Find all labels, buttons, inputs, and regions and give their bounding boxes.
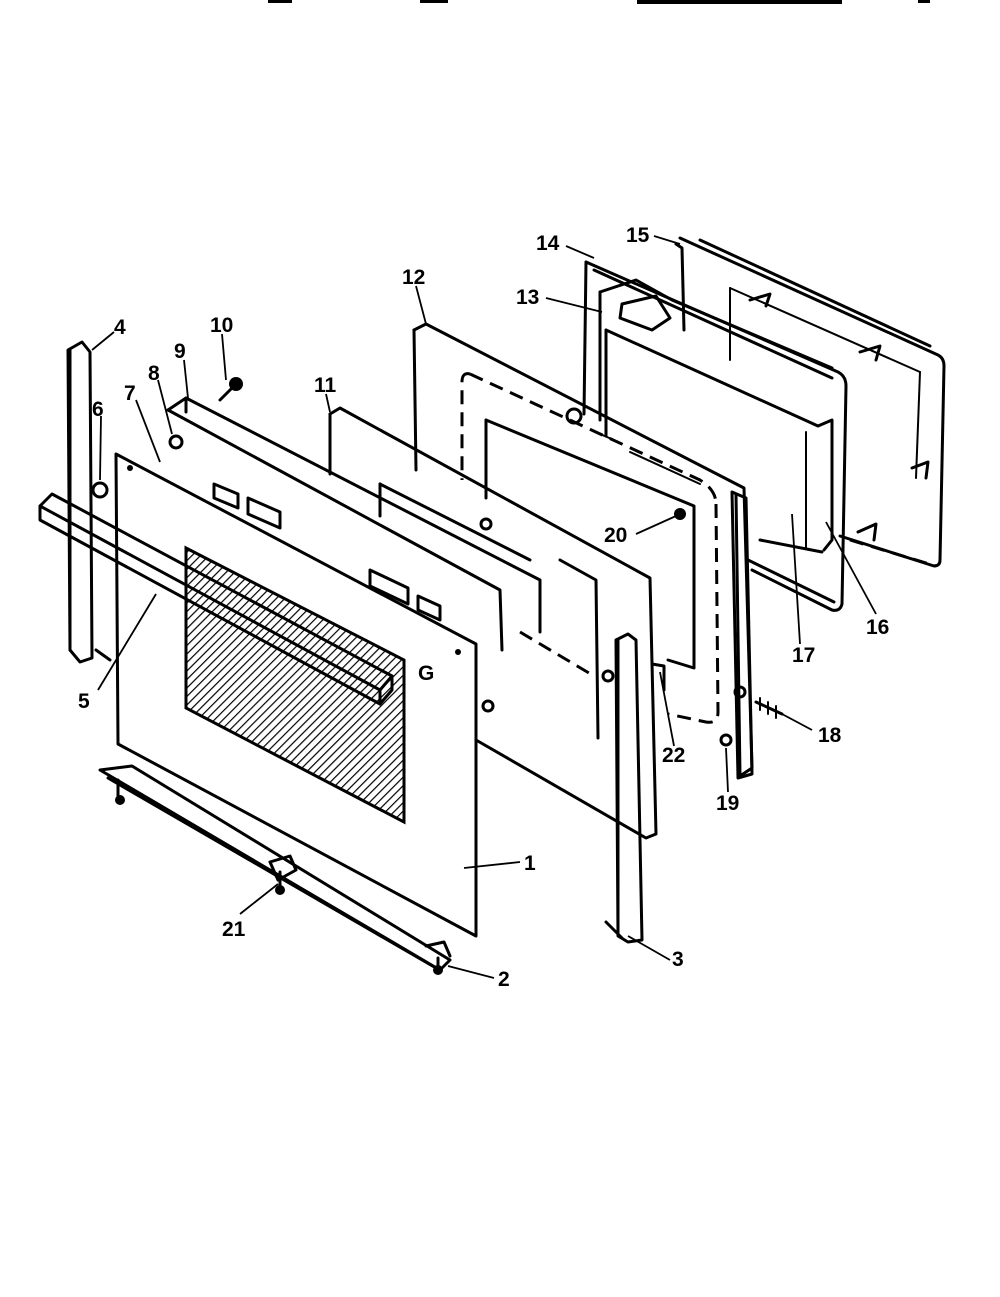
front-door-panel: G (114, 452, 478, 938)
control-trim (166, 396, 542, 652)
callout-16: 16 (866, 616, 889, 639)
callout-21: 21 (222, 918, 246, 941)
callout-12: 12 (402, 266, 425, 289)
leader-lines (91, 235, 877, 979)
outer-door-frame (674, 236, 946, 568)
callout-1: 1 (524, 852, 536, 875)
callout-11: 11 (314, 374, 337, 397)
door-gasket (582, 260, 848, 612)
callout-22: 22 (662, 744, 685, 767)
bottom-rail (98, 764, 452, 972)
screw-8 (168, 434, 184, 450)
svg-text:G: G (418, 662, 434, 685)
callout-17: 17 (792, 644, 815, 667)
top-edge-marks (268, 0, 930, 4)
trim-clip-6 (91, 481, 109, 499)
callout-18: 18 (818, 724, 842, 747)
clip-22 (650, 662, 666, 692)
callout-9: 9 (174, 340, 186, 363)
callout-19: 19 (716, 792, 739, 815)
callout-15: 15 (626, 224, 650, 247)
panel-side-strip (730, 490, 754, 780)
callout-8: 8 (148, 362, 160, 385)
screw-18 (754, 697, 784, 719)
callout-5: 5 (78, 690, 90, 713)
right-side-trim (604, 632, 644, 944)
callout-20: 20 (604, 524, 627, 547)
callout-14: 14 (536, 232, 560, 255)
screw-10 (218, 377, 243, 402)
callout-4: 4 (114, 316, 126, 339)
inner-door-panel (412, 322, 754, 778)
callout-13: 13 (516, 286, 539, 309)
door-handle (38, 492, 394, 706)
clip-20 (674, 508, 686, 520)
screw-21 (115, 778, 443, 975)
left-side-trim (66, 340, 112, 664)
callout-10: 10 (210, 314, 233, 337)
callout-3: 3 (672, 948, 684, 971)
callout-7: 7 (124, 382, 136, 405)
callout-6: 6 (92, 398, 104, 421)
callout-2: 2 (498, 968, 510, 991)
